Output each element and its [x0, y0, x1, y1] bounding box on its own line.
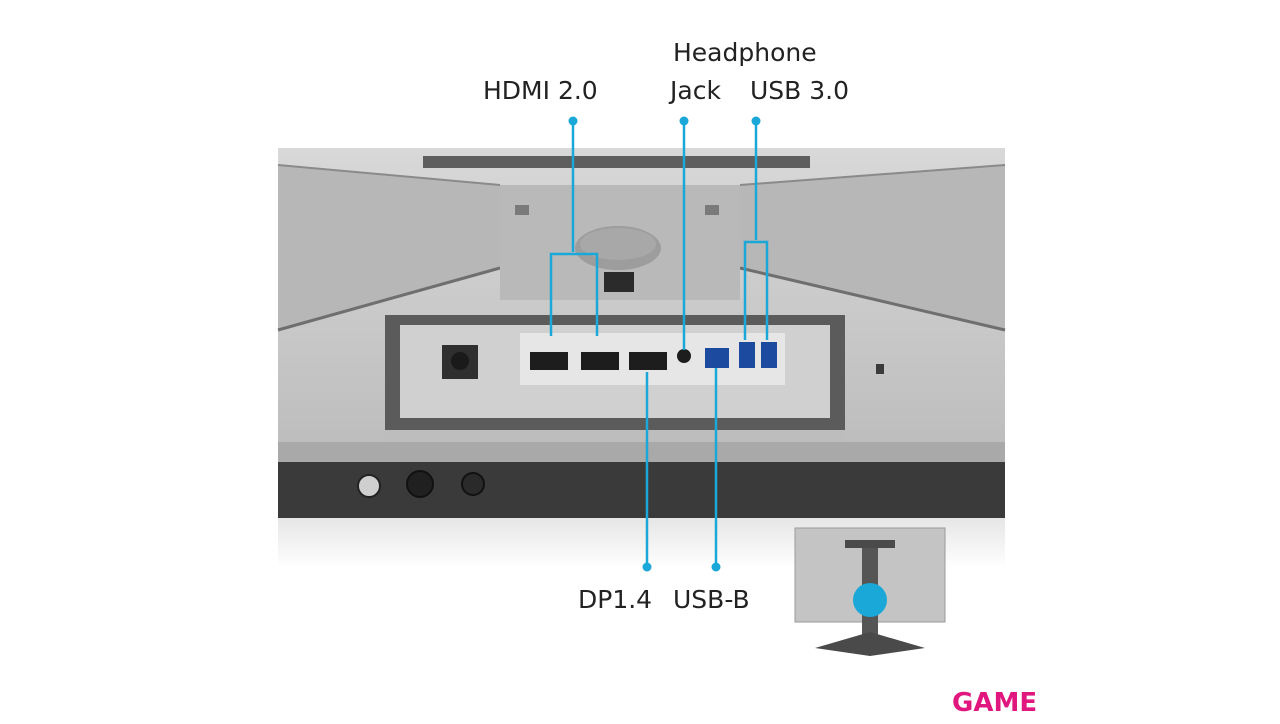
hdmi-port-1 [530, 352, 568, 370]
dp-label: DP1.4 [578, 585, 653, 614]
usb-a-port-1 [739, 342, 755, 368]
cable-clip [604, 272, 634, 292]
headphone-dot [679, 116, 689, 126]
kensington-slot [876, 364, 884, 374]
bottom-vent [278, 442, 1005, 462]
usbb-dot [711, 562, 721, 572]
usb30-dot [751, 116, 761, 126]
menu-button [461, 472, 485, 496]
usb30-bracket [743, 240, 769, 340]
usb-a-port-2 [761, 342, 777, 368]
right-bevel [740, 165, 1005, 330]
left-bevel [278, 165, 500, 330]
thumbnail [794, 527, 946, 656]
power-button [357, 474, 381, 498]
thumbnail-highlight [853, 583, 887, 617]
headphone-jack-port [677, 349, 691, 363]
dp-port [629, 352, 667, 370]
port-bay [385, 315, 884, 442]
monitor-back [277, 148, 1006, 448]
hdmi-dot [568, 116, 578, 126]
brand-logo: GAME [952, 688, 1038, 718]
usbb-label: USB-B [673, 585, 750, 614]
top-vent [423, 156, 810, 168]
callout-lines [549, 122, 769, 565]
callout-dots [568, 116, 761, 572]
usb-b-port [705, 348, 729, 368]
usb30-label: USB 3.0 [750, 76, 850, 105]
headphone-label-line2: Jack [670, 76, 721, 105]
hdmi-bracket [549, 252, 599, 336]
headphone-label-line1: Headphone [673, 38, 817, 67]
dp-dot [642, 562, 652, 572]
hdmi-port-2 [581, 352, 619, 370]
bottom-bezel [278, 462, 1005, 518]
thumbnail-base [815, 632, 925, 656]
hdmi-label: HDMI 2.0 [483, 76, 598, 105]
joystick-button [406, 470, 434, 498]
